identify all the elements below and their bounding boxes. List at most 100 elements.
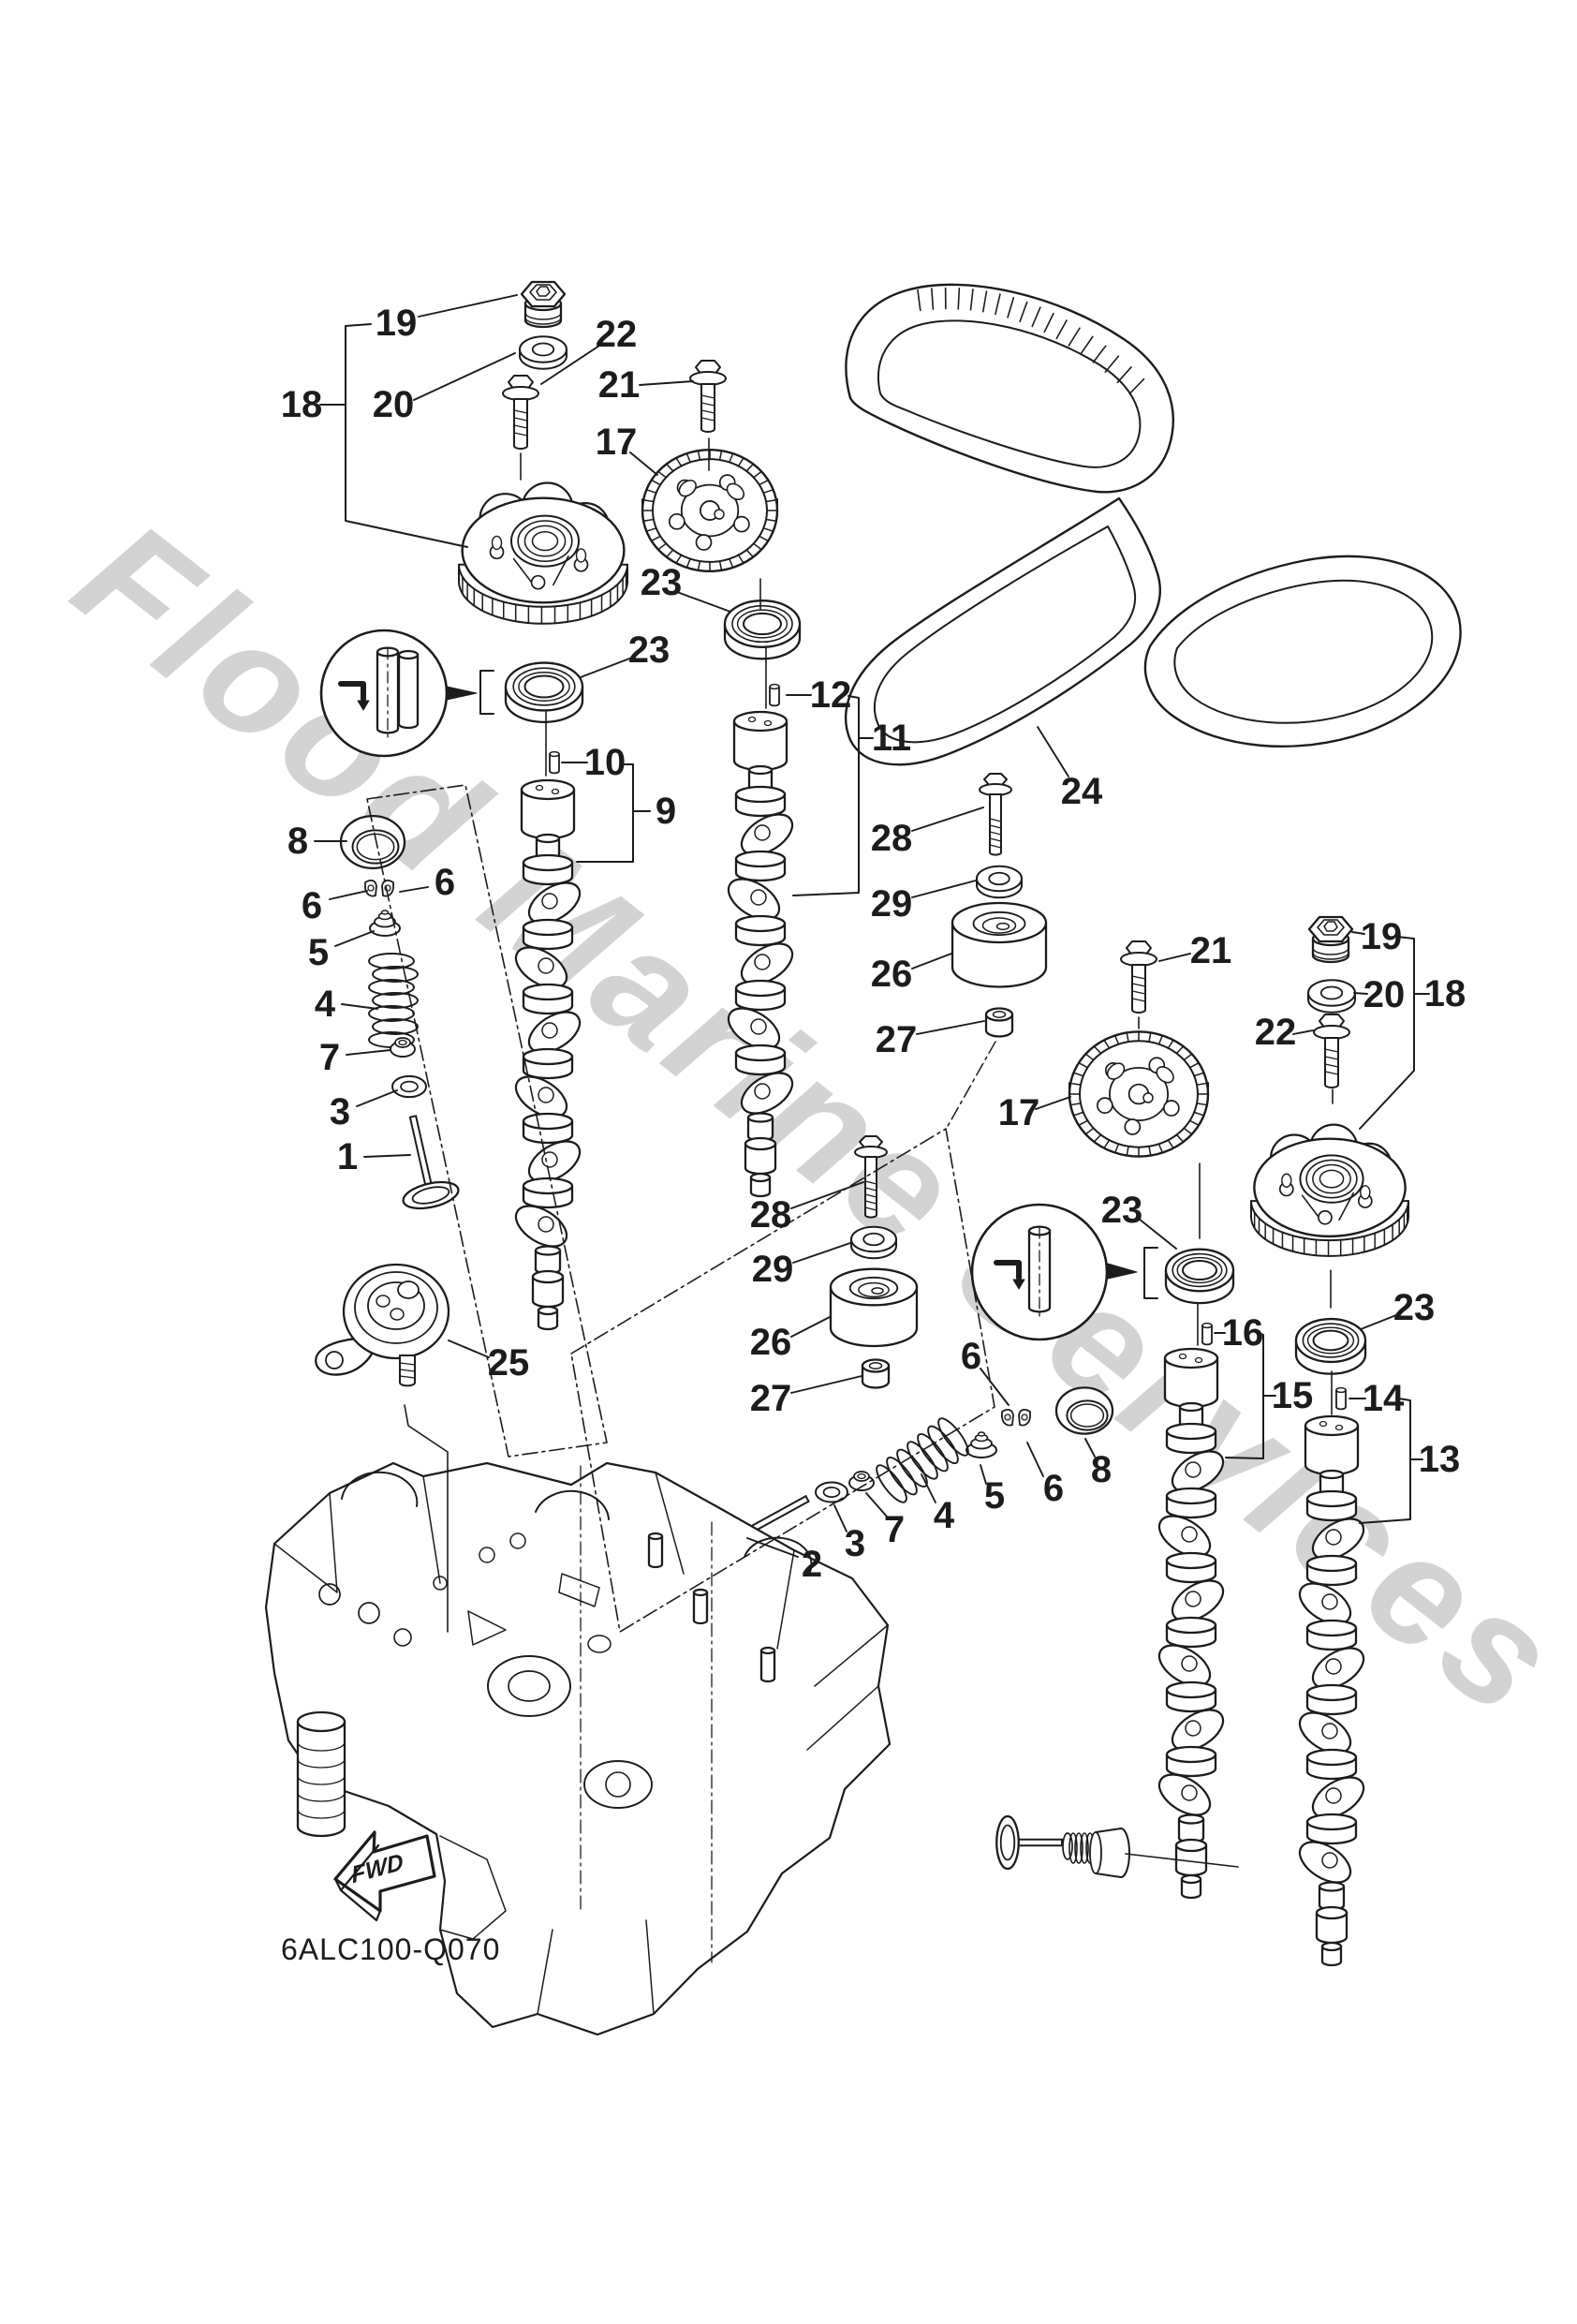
callout-number-29: 29 [871,883,913,925]
callout-6: 6 [399,862,455,903]
callout-number-3: 3 [330,1091,350,1132]
collar-27 [861,1358,891,1389]
callout-number-28: 28 [750,1194,792,1236]
dowel-pin [1335,1386,1347,1411]
camshaft-13 [1298,1414,1365,1967]
dowel-pin [769,683,780,707]
callout-26: 26 [750,1316,831,1363]
callout-22: 22 [1255,1012,1314,1053]
hex-plug-19 [520,280,567,329]
callout-23: 23 [641,562,731,613]
callout-number-5: 5 [984,1475,1005,1517]
camshaft-11 [727,710,794,1198]
callout-number-27: 27 [750,1378,792,1419]
callout-number-27: 27 [876,1019,918,1060]
callout-number-29: 29 [752,1249,794,1290]
oil-seal-23 [1294,1317,1367,1375]
dowel-pin [1201,1322,1213,1346]
cam-sprocket-17 [1068,1030,1210,1158]
timing-belt-24 [844,283,1462,766]
callout-number-28: 28 [871,818,913,859]
callout-13: 13 [1419,1439,1461,1480]
callout-number-24: 24 [1061,771,1103,812]
callout-27: 27 [750,1375,862,1419]
callout-number-10: 10 [584,742,626,783]
idler-roller-26 [951,901,1048,988]
callout-number-2: 2 [802,1544,822,1585]
callout-23: 23 [580,629,671,678]
callout-27: 27 [876,1019,985,1060]
callout-number-14: 14 [1363,1378,1405,1419]
oil-seal-23 [1164,1248,1235,1305]
callout-23: 23 [1360,1287,1436,1330]
callout-number-23: 23 [1393,1287,1436,1328]
callout-6: 6 [302,885,368,926]
callout-number-8: 8 [287,821,308,862]
valve-seal-7 [390,1037,416,1058]
idler-roller-26 [829,1267,919,1348]
flange-bolt [689,360,727,433]
callout-29: 29 [752,1242,851,1290]
inset-pointer-right [1107,1263,1138,1280]
callout-7: 7 [319,1037,391,1078]
flange-bolt [502,375,539,450]
callout-number-23: 23 [641,562,683,603]
callout-number-21: 21 [598,364,641,406]
cam-sprocket-17 [641,449,779,573]
fwd-arrow-side [334,1843,382,1922]
callout-8: 8 [287,821,347,862]
callout-4: 4 [921,1473,955,1536]
callout-23: 23 [1101,1190,1177,1250]
phantom-and-axis-lines [345,323,1430,1868]
callout-number-6: 6 [302,885,322,926]
callout-12: 12 [786,674,852,716]
callout-7: 7 [865,1492,905,1550]
collar-27 [984,1007,1014,1038]
valve [995,1814,1130,1878]
oil-seal-23 [723,600,802,660]
valve-cotter-6 [1001,1409,1031,1427]
valve-spring-4 [876,1417,969,1503]
vvt-cam-gear-18 [1250,1123,1409,1257]
callout-18: 18 [1424,973,1466,1014]
callout-6: 6 [1026,1442,1064,1509]
callout-number-19: 19 [1361,916,1403,957]
flange-bolt [1313,1014,1350,1088]
callout-number-23: 23 [628,629,671,671]
callout-number-18: 18 [1424,973,1466,1014]
callout-number-4: 4 [934,1495,955,1536]
callout-20: 20 [373,352,516,425]
callout-number-17: 17 [998,1092,1040,1133]
callout-28: 28 [750,1181,864,1236]
callout-number-22: 22 [1255,1012,1297,1053]
callout-20: 20 [1353,974,1405,1015]
camshaft-9 [514,778,582,1331]
washer [850,1225,897,1260]
camshaft-15 [1157,1347,1225,1900]
diagram-line-art [264,280,1462,2036]
callout-number-20: 20 [373,384,415,425]
callout-28: 28 [871,807,984,859]
cylinder-head-block [264,1461,892,2036]
callout-3: 3 [330,1089,398,1132]
callout-2: 2 [746,1537,822,1585]
callout-5: 5 [980,1464,1005,1517]
callout-number-6: 6 [435,862,455,903]
callout-16: 16 [1214,1312,1264,1354]
callout-29: 29 [871,880,977,925]
callout-number-8: 8 [1091,1449,1112,1490]
spring-seat-3 [815,1481,848,1503]
callout-number-22: 22 [596,314,638,355]
callout-24: 24 [1037,726,1103,812]
callout-17: 17 [596,422,658,476]
dowel-pin [549,750,560,775]
callout-19: 19 [1351,916,1403,957]
callout-21: 21 [598,364,694,406]
callout-number-26: 26 [750,1322,792,1363]
oil-seal-23 [504,661,584,723]
callout-number-6: 6 [1043,1468,1064,1509]
callout-number-12: 12 [810,674,852,716]
valve-lifter-8 [1054,1386,1114,1435]
callout-number-16: 16 [1222,1312,1264,1354]
